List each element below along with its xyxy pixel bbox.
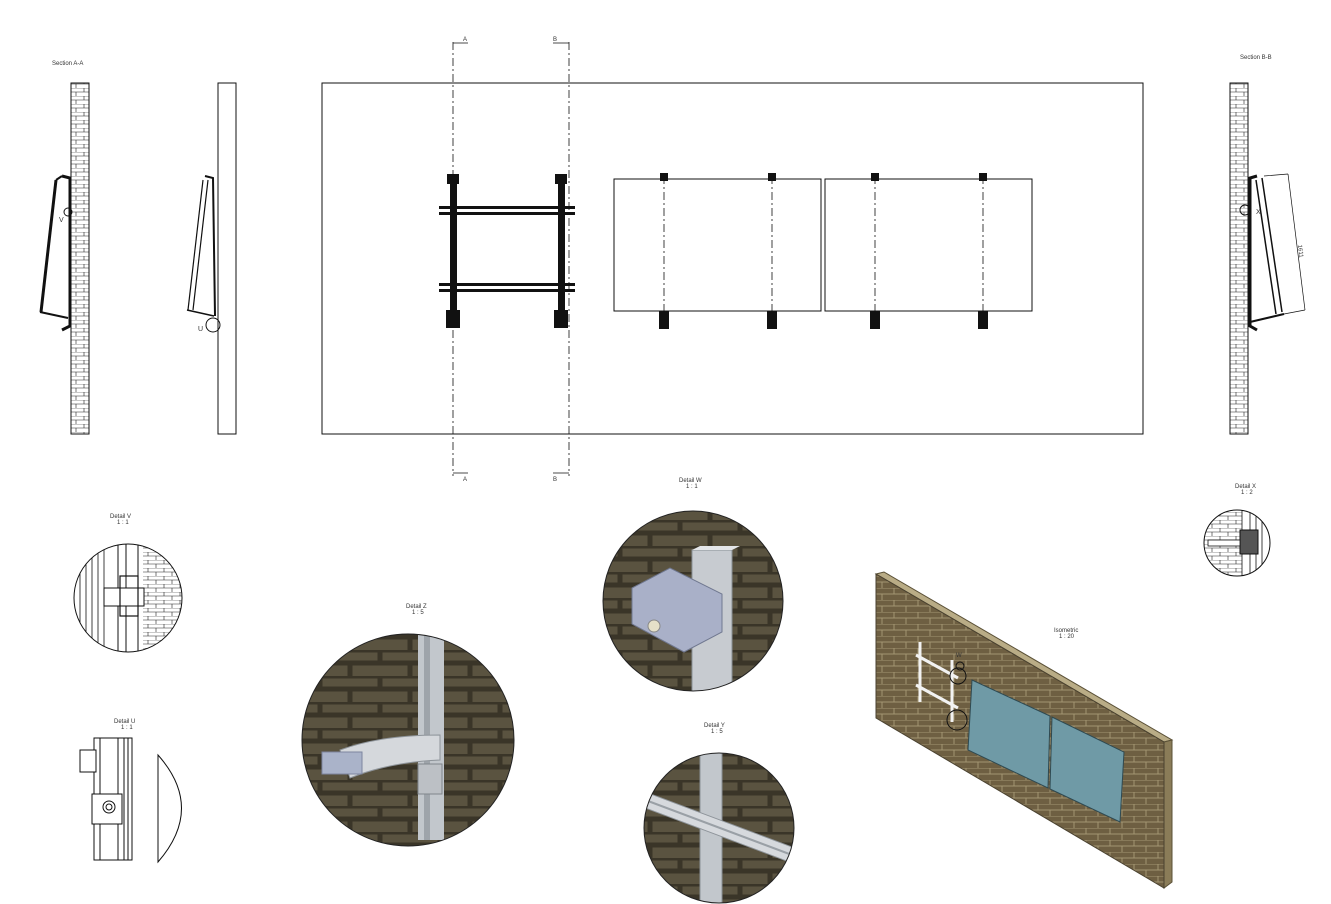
- wall-outline: [321, 82, 1144, 435]
- isometric-scale: 1 : 20: [1059, 634, 1075, 640]
- detail-v: Detail V 1 : 1: [73, 514, 183, 653]
- detail-v-scale: 1 : 1: [117, 520, 129, 526]
- detail-z-scale: 1 : 5: [412, 610, 424, 616]
- section-b-title: Section B-B: [1240, 55, 1272, 61]
- iso-wall-side: [1163, 739, 1173, 889]
- iso-panel-2: [1049, 716, 1125, 823]
- isometric-view: W Isometric 1 : 20: [874, 571, 1174, 889]
- detail-x-title: Detail X: [1235, 484, 1256, 490]
- dimension-label: 1611: [1296, 245, 1304, 259]
- cut-a-top: A: [463, 37, 467, 43]
- iso-panel-1: [967, 679, 1051, 789]
- detail-z-title: Detail Z: [406, 604, 427, 610]
- callout-w-label: W: [956, 653, 962, 659]
- side-view: U: [186, 82, 237, 435]
- detail-x: Detail X 1 : 2: [1203, 484, 1271, 577]
- wall-side-view: [217, 82, 237, 435]
- detail-y-scale: 1 : 5: [711, 729, 723, 735]
- cut-b-bottom: B: [553, 477, 557, 483]
- detail-w-title: Detail W: [679, 478, 702, 484]
- detail-u-scale: 1 : 1: [121, 725, 133, 731]
- frame-profile-section-a: [39, 174, 73, 332]
- detail-u: Detail U 1 : 1: [79, 719, 182, 864]
- detail-x-scale: 1 : 2: [1241, 490, 1253, 496]
- isometric-title: Isometric: [1054, 628, 1078, 634]
- brick-wall-section-b: [1229, 82, 1249, 435]
- section-a-view: Section A-A V: [39, 61, 90, 435]
- section-b-view: Section B-B X 1611: [1229, 55, 1306, 435]
- detail-u-title: Detail U: [114, 719, 135, 725]
- callout-u-label: U: [198, 326, 203, 333]
- callout-x-label: X: [1256, 209, 1261, 216]
- cut-a-bottom: A: [463, 477, 467, 483]
- section-cut-lines: [452, 42, 570, 476]
- front-elevation: A B A B: [321, 37, 1144, 483]
- brick-wall-section-a: [70, 82, 90, 435]
- section-a-title: Section A-A: [52, 61, 83, 67]
- callout-v-label: V: [59, 217, 64, 224]
- detail-w: Detail W 1 : 1: [602, 478, 784, 692]
- detail-w-scale: 1 : 1: [686, 484, 698, 490]
- detail-v-title: Detail V: [110, 514, 131, 520]
- mounting-frame: [439, 174, 575, 328]
- cut-b-top: B: [553, 37, 557, 43]
- detail-y-title: Detail Y: [704, 723, 725, 729]
- solar-panels-elevation: [613, 173, 1033, 330]
- detail-z: Detail Z 1 : 5: [301, 604, 515, 847]
- detail-y: Detail Y 1 : 5: [643, 723, 795, 904]
